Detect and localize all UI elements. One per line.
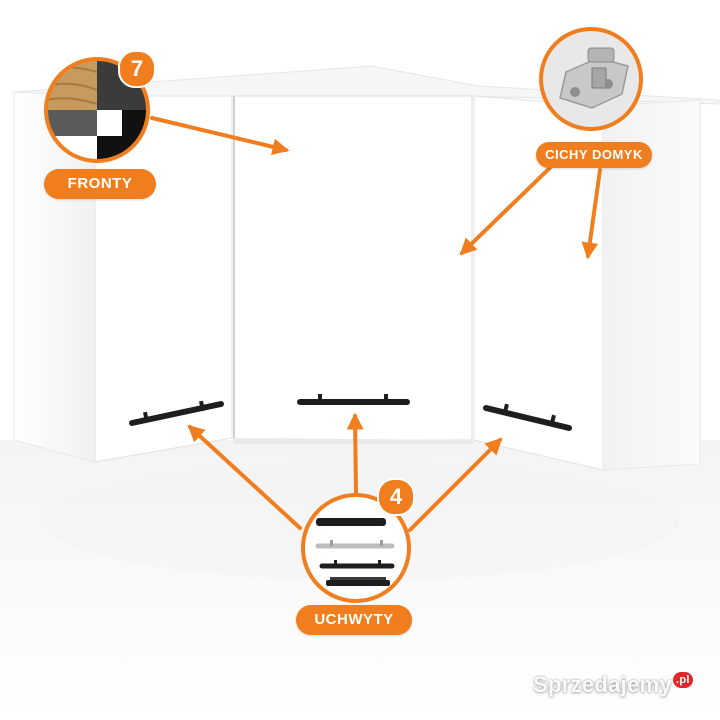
- cabinet-bottom: [232, 438, 474, 444]
- watermark-suffix: .pl: [673, 672, 693, 688]
- arrow-icon: [150, 116, 602, 532]
- cichy-domyk-label: CICHY DOMYK: [536, 142, 652, 168]
- handle-icon: [483, 403, 572, 431]
- watermark-text: Sprzedajemy: [533, 672, 673, 697]
- uchwyty-count-badge: 4: [377, 478, 415, 516]
- watermark: Sprzedajemy.pl: [533, 672, 693, 698]
- uchwyty-label: UCHWYTY: [296, 605, 412, 635]
- fronty-label: FRONTY: [44, 169, 156, 199]
- cabinet-right-side: [602, 99, 701, 471]
- handle-samples-icon: [301, 493, 411, 603]
- fronty-count-badge: 7: [118, 50, 156, 88]
- handle-icon: [129, 400, 224, 426]
- hinge-icon: [539, 27, 643, 131]
- handle-icon: [297, 394, 410, 405]
